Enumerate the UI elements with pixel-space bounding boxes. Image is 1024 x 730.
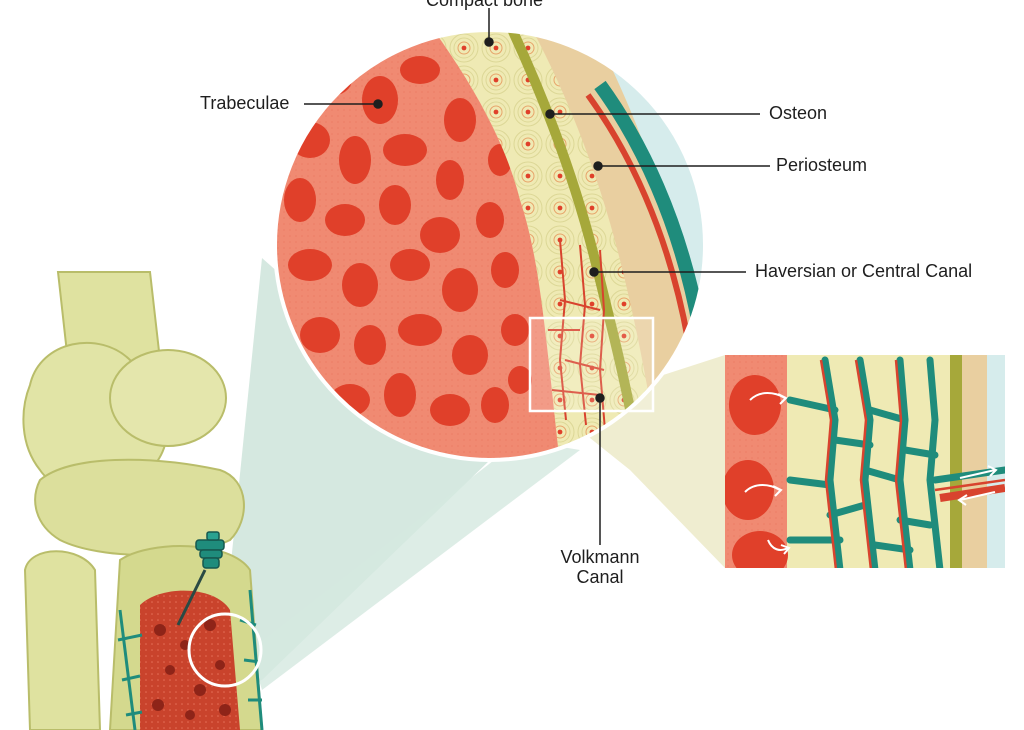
- needle-icon: [176, 531, 225, 626]
- label-trabeculae: Trabeculae: [200, 93, 290, 113]
- label-volkmann-canal: Volkmann Canal: [552, 547, 648, 588]
- periosteum-layer: [505, 30, 645, 460]
- zoom-cone-lower: [250, 440, 580, 690]
- zoom-cone-left: [218, 258, 490, 690]
- label-leaders: [304, 8, 770, 545]
- vessel-inset-panel: [725, 355, 1005, 568]
- flow-arrow-icon: [744, 392, 998, 555]
- inset-selection-frame: [528, 316, 655, 413]
- label-haversian-canal: Haversian or Central Canal: [755, 261, 973, 281]
- haversian-canals: [548, 239, 606, 431]
- patella: [109, 349, 227, 447]
- label-volkmann-line2: Canal: [576, 566, 624, 587]
- zoom-source-circle: [187, 612, 263, 688]
- label-volkmann-line1: Volkmann: [560, 547, 640, 567]
- trabeculae-blobs: [284, 48, 532, 426]
- label-periosteum: Periosteum: [776, 155, 868, 175]
- knee-joint: [22, 271, 264, 730]
- label-compact-bone: Compact bone: [426, 0, 544, 10]
- label-osteon: Osteon: [769, 103, 828, 123]
- magnified-bone-circle: [275, 30, 705, 460]
